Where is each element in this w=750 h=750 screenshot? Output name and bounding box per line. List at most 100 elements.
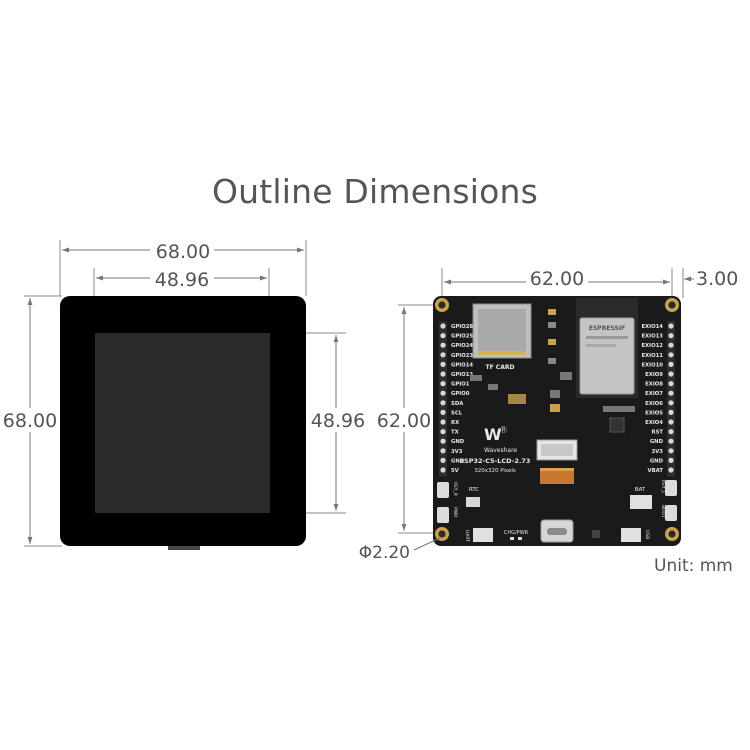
- pwr-label: PWR: [452, 507, 458, 517]
- left-pin-header: [439, 321, 447, 477]
- pin-label: EXIO7: [645, 391, 663, 397]
- overall-width-label: 68.00: [156, 241, 210, 263]
- header-pin: [440, 409, 446, 415]
- pin-label: EXIO14: [641, 324, 663, 330]
- mounting-hole: [665, 527, 679, 541]
- pin-label: GPIO14: [451, 362, 473, 368]
- resolution-label: 320x320 Pixels: [474, 468, 516, 474]
- battery-connector: [630, 495, 652, 509]
- pin-label: EXIO4: [645, 420, 663, 426]
- pin-label: GPIO28: [451, 324, 473, 330]
- header-pin: [668, 390, 674, 396]
- pin-label: TX: [451, 430, 459, 436]
- pin-label: EXIO6: [645, 401, 663, 407]
- pin-label: GPIO13: [451, 372, 473, 378]
- right-pin-labels: EXIO14EXIO13EXIO12EXIO11EXIO10EXIO9EXIO8…: [641, 324, 663, 474]
- key-r-label: KEY_R: [452, 482, 458, 496]
- ribbon-cable: [540, 468, 574, 484]
- active-height-label: 48.96: [311, 410, 365, 432]
- uart-label: UART: [464, 530, 470, 542]
- mounting-hole: [665, 298, 679, 312]
- header-pin: [440, 438, 446, 444]
- hole-spacing-height-label: 62.00: [377, 410, 431, 432]
- header-pin: [668, 381, 674, 387]
- header-pin: [668, 448, 674, 454]
- header-pin: [440, 323, 446, 329]
- mounting-hole: [435, 298, 449, 312]
- pin-label: EXIO9: [645, 372, 663, 378]
- pin-label: SDA: [451, 401, 464, 407]
- pin-label: 3V3: [652, 449, 664, 455]
- right-pin-header: [667, 321, 675, 477]
- header-pin: [440, 342, 446, 348]
- pin-label: GPIO24: [451, 343, 473, 349]
- hole-offset-label: 3.00: [696, 268, 738, 290]
- pin-label: RX: [451, 420, 459, 426]
- pin-label: EXIO10: [641, 362, 663, 368]
- pin-label: EXIO8: [645, 382, 663, 388]
- unit-label: Unit: mm: [654, 556, 733, 576]
- header-pin: [440, 419, 446, 425]
- boot-button: [665, 505, 677, 521]
- waveshare-logo: W Ⓡ Waveshare: [484, 425, 517, 454]
- display-screen: [95, 333, 270, 513]
- header-pin: [440, 333, 446, 339]
- pin-label: GPIO0: [451, 391, 470, 397]
- header-pin: [440, 361, 446, 367]
- rtc-label: RTC: [469, 487, 479, 493]
- board-name-label: ESP32-C5-LCD-2.73: [460, 457, 531, 465]
- header-pin: [668, 352, 674, 358]
- header-pin: [668, 419, 674, 425]
- svg-text:Ⓡ: Ⓡ: [500, 426, 507, 434]
- header-pin: [440, 381, 446, 387]
- header-pin: [440, 448, 446, 454]
- page-title: Outline Dimensions: [211, 172, 539, 211]
- pin-label: GPIO23: [451, 353, 473, 359]
- bat-label: BAT: [635, 487, 646, 493]
- pin-label: GPIO1: [451, 382, 470, 388]
- header-pin: [668, 409, 674, 415]
- header-pin: [668, 457, 674, 463]
- active-width-label: 48.96: [155, 269, 209, 291]
- bottom-connector: [168, 546, 200, 550]
- usb-label: USB: [644, 530, 650, 539]
- pin-label: EXIO5: [645, 410, 663, 416]
- header-pin: [668, 371, 674, 377]
- pin-label: 3V3: [451, 449, 463, 455]
- pin-label: EXIO11: [641, 353, 663, 359]
- header-pin: [668, 438, 674, 444]
- header-pin: [440, 457, 446, 463]
- pin-label: EXIO12: [641, 343, 663, 349]
- front-view: 68.00 48.96 68.00 48.96: [3, 238, 366, 550]
- pin-label: 5V: [451, 468, 460, 474]
- header-pin: [668, 333, 674, 339]
- key-l-button: [665, 480, 677, 496]
- brand-label: Waveshare: [484, 447, 517, 454]
- key-l-label: KEY_L: [660, 480, 666, 494]
- pin-label: GND: [451, 439, 465, 445]
- header-strip: [439, 321, 447, 477]
- module-brand-label: ESPRESSIF: [589, 325, 625, 332]
- header-pin: [440, 429, 446, 435]
- pin-label: EXIO13: [641, 334, 663, 340]
- header-pin: [668, 467, 674, 473]
- pin-label: GND: [650, 458, 664, 464]
- header-pin: [440, 390, 446, 396]
- boot-label: BOOT: [660, 505, 666, 518]
- header-pin: [668, 323, 674, 329]
- header-pin: [668, 429, 674, 435]
- header-pin: [668, 361, 674, 367]
- mounting-hole: [435, 527, 449, 541]
- tf-card-label: TF CARD: [486, 364, 515, 371]
- hole-diameter-leader: [413, 537, 441, 551]
- key-r-button: [437, 482, 449, 498]
- pin-label: SCL: [451, 410, 463, 416]
- header-strip: [667, 321, 675, 477]
- header-pin: [440, 467, 446, 473]
- back-view: 62.00 3.00 62.00: [359, 268, 738, 563]
- uart-connector: [473, 528, 493, 542]
- left-pin-labels: GPIO28GPIO25GPIO24GPIO23GPIO14GPIO13GPIO…: [451, 324, 473, 474]
- svg-text:W: W: [484, 425, 502, 444]
